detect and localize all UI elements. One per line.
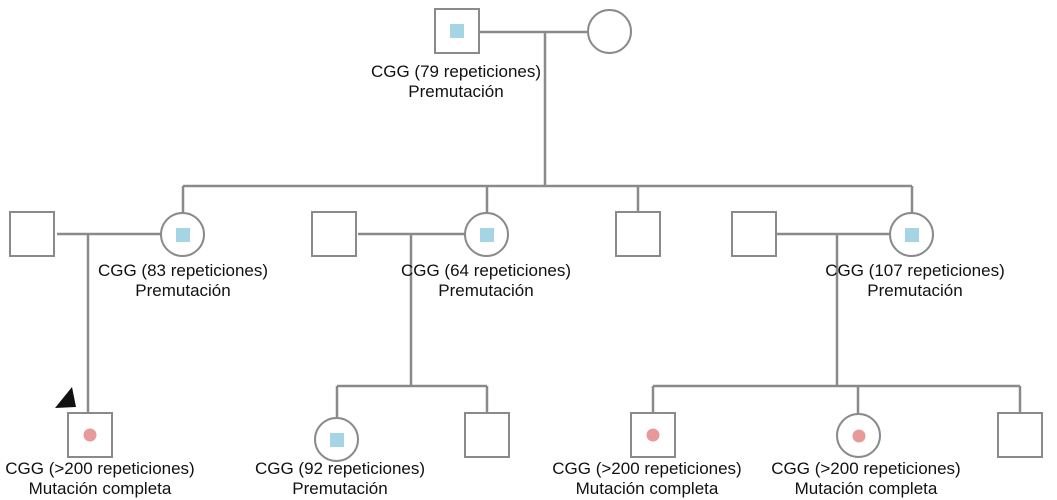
premutation-marker-icon bbox=[479, 227, 494, 242]
label-individual-III-2: CGG (92 repeticiones) Premutación bbox=[255, 459, 425, 499]
individual-III-2-female bbox=[314, 417, 359, 462]
individual-III-3-male bbox=[464, 412, 510, 458]
premutation-marker-icon bbox=[904, 227, 919, 242]
label-line-status: Premutación bbox=[867, 281, 963, 300]
label-individual-I-1: CGG (79 repeticiones) Premutación bbox=[371, 62, 541, 102]
individual-II-6-male bbox=[731, 211, 777, 257]
label-individual-II-4: CGG (64 repeticiones) Premutación bbox=[401, 261, 571, 301]
label-line-status: Premutación bbox=[408, 82, 504, 101]
pedigree-connectors bbox=[57, 30, 1022, 418]
label-line-status: Mutación completa bbox=[28, 479, 172, 498]
label-line-repeats: CGG (64 repeticiones) bbox=[400, 261, 572, 280]
label-line-repeats: CGG (83 repeticiones) bbox=[97, 261, 269, 280]
label-line-status: Premutación bbox=[438, 281, 534, 300]
individual-II-7-female bbox=[889, 212, 934, 257]
individual-II-3-male bbox=[311, 211, 357, 257]
individual-I-2-female bbox=[587, 9, 632, 54]
label-line-status: Premutación bbox=[135, 281, 231, 300]
individual-I-1-male bbox=[434, 8, 480, 54]
individual-II-4-female bbox=[464, 212, 509, 257]
premutation-marker-icon bbox=[450, 24, 464, 38]
label-line-status: Mutación completa bbox=[794, 479, 938, 498]
label-line-status: Premutación bbox=[292, 479, 388, 498]
individual-III-1-male-proband bbox=[67, 412, 113, 458]
label-line-repeats: CGG (>200 repeticiones) bbox=[771, 459, 961, 478]
label-individual-III-5: CGG (>200 repeticiones) Mutación complet… bbox=[771, 459, 960, 499]
individual-III-6-male bbox=[997, 412, 1043, 458]
individual-II-1-male bbox=[9, 211, 55, 257]
proband-arrow-icon bbox=[55, 387, 76, 408]
premutation-marker-icon bbox=[175, 227, 190, 242]
label-individual-III-1: CGG (>200 repeticiones) Mutación complet… bbox=[5, 459, 194, 499]
full-mutation-marker-icon bbox=[646, 428, 660, 442]
label-line-repeats: CGG (92 repeticiones) bbox=[254, 459, 426, 478]
label-line-repeats: CGG (107 repeticiones) bbox=[825, 261, 1005, 280]
individual-III-4-male bbox=[630, 412, 676, 458]
label-line-repeats: CGG (>200 repeticiones) bbox=[5, 459, 195, 478]
individual-II-5-male bbox=[615, 211, 661, 257]
label-line-status: Mutación completa bbox=[575, 479, 719, 498]
full-mutation-marker-icon bbox=[83, 428, 97, 442]
individual-III-5-female bbox=[836, 413, 881, 458]
premutation-marker-icon bbox=[329, 432, 344, 447]
label-line-repeats: CGG (>200 repeticiones) bbox=[552, 459, 742, 478]
label-individual-II-2: CGG (83 repeticiones) Premutación bbox=[98, 261, 268, 301]
label-individual-II-7: CGG (107 repeticiones) Premutación bbox=[825, 261, 1005, 301]
full-mutation-marker-icon bbox=[852, 429, 865, 442]
individual-II-2-female bbox=[160, 212, 205, 257]
label-individual-III-4: CGG (>200 repeticiones) Mutación complet… bbox=[552, 459, 741, 499]
label-line-repeats: CGG (79 repeticiones) bbox=[370, 62, 542, 81]
